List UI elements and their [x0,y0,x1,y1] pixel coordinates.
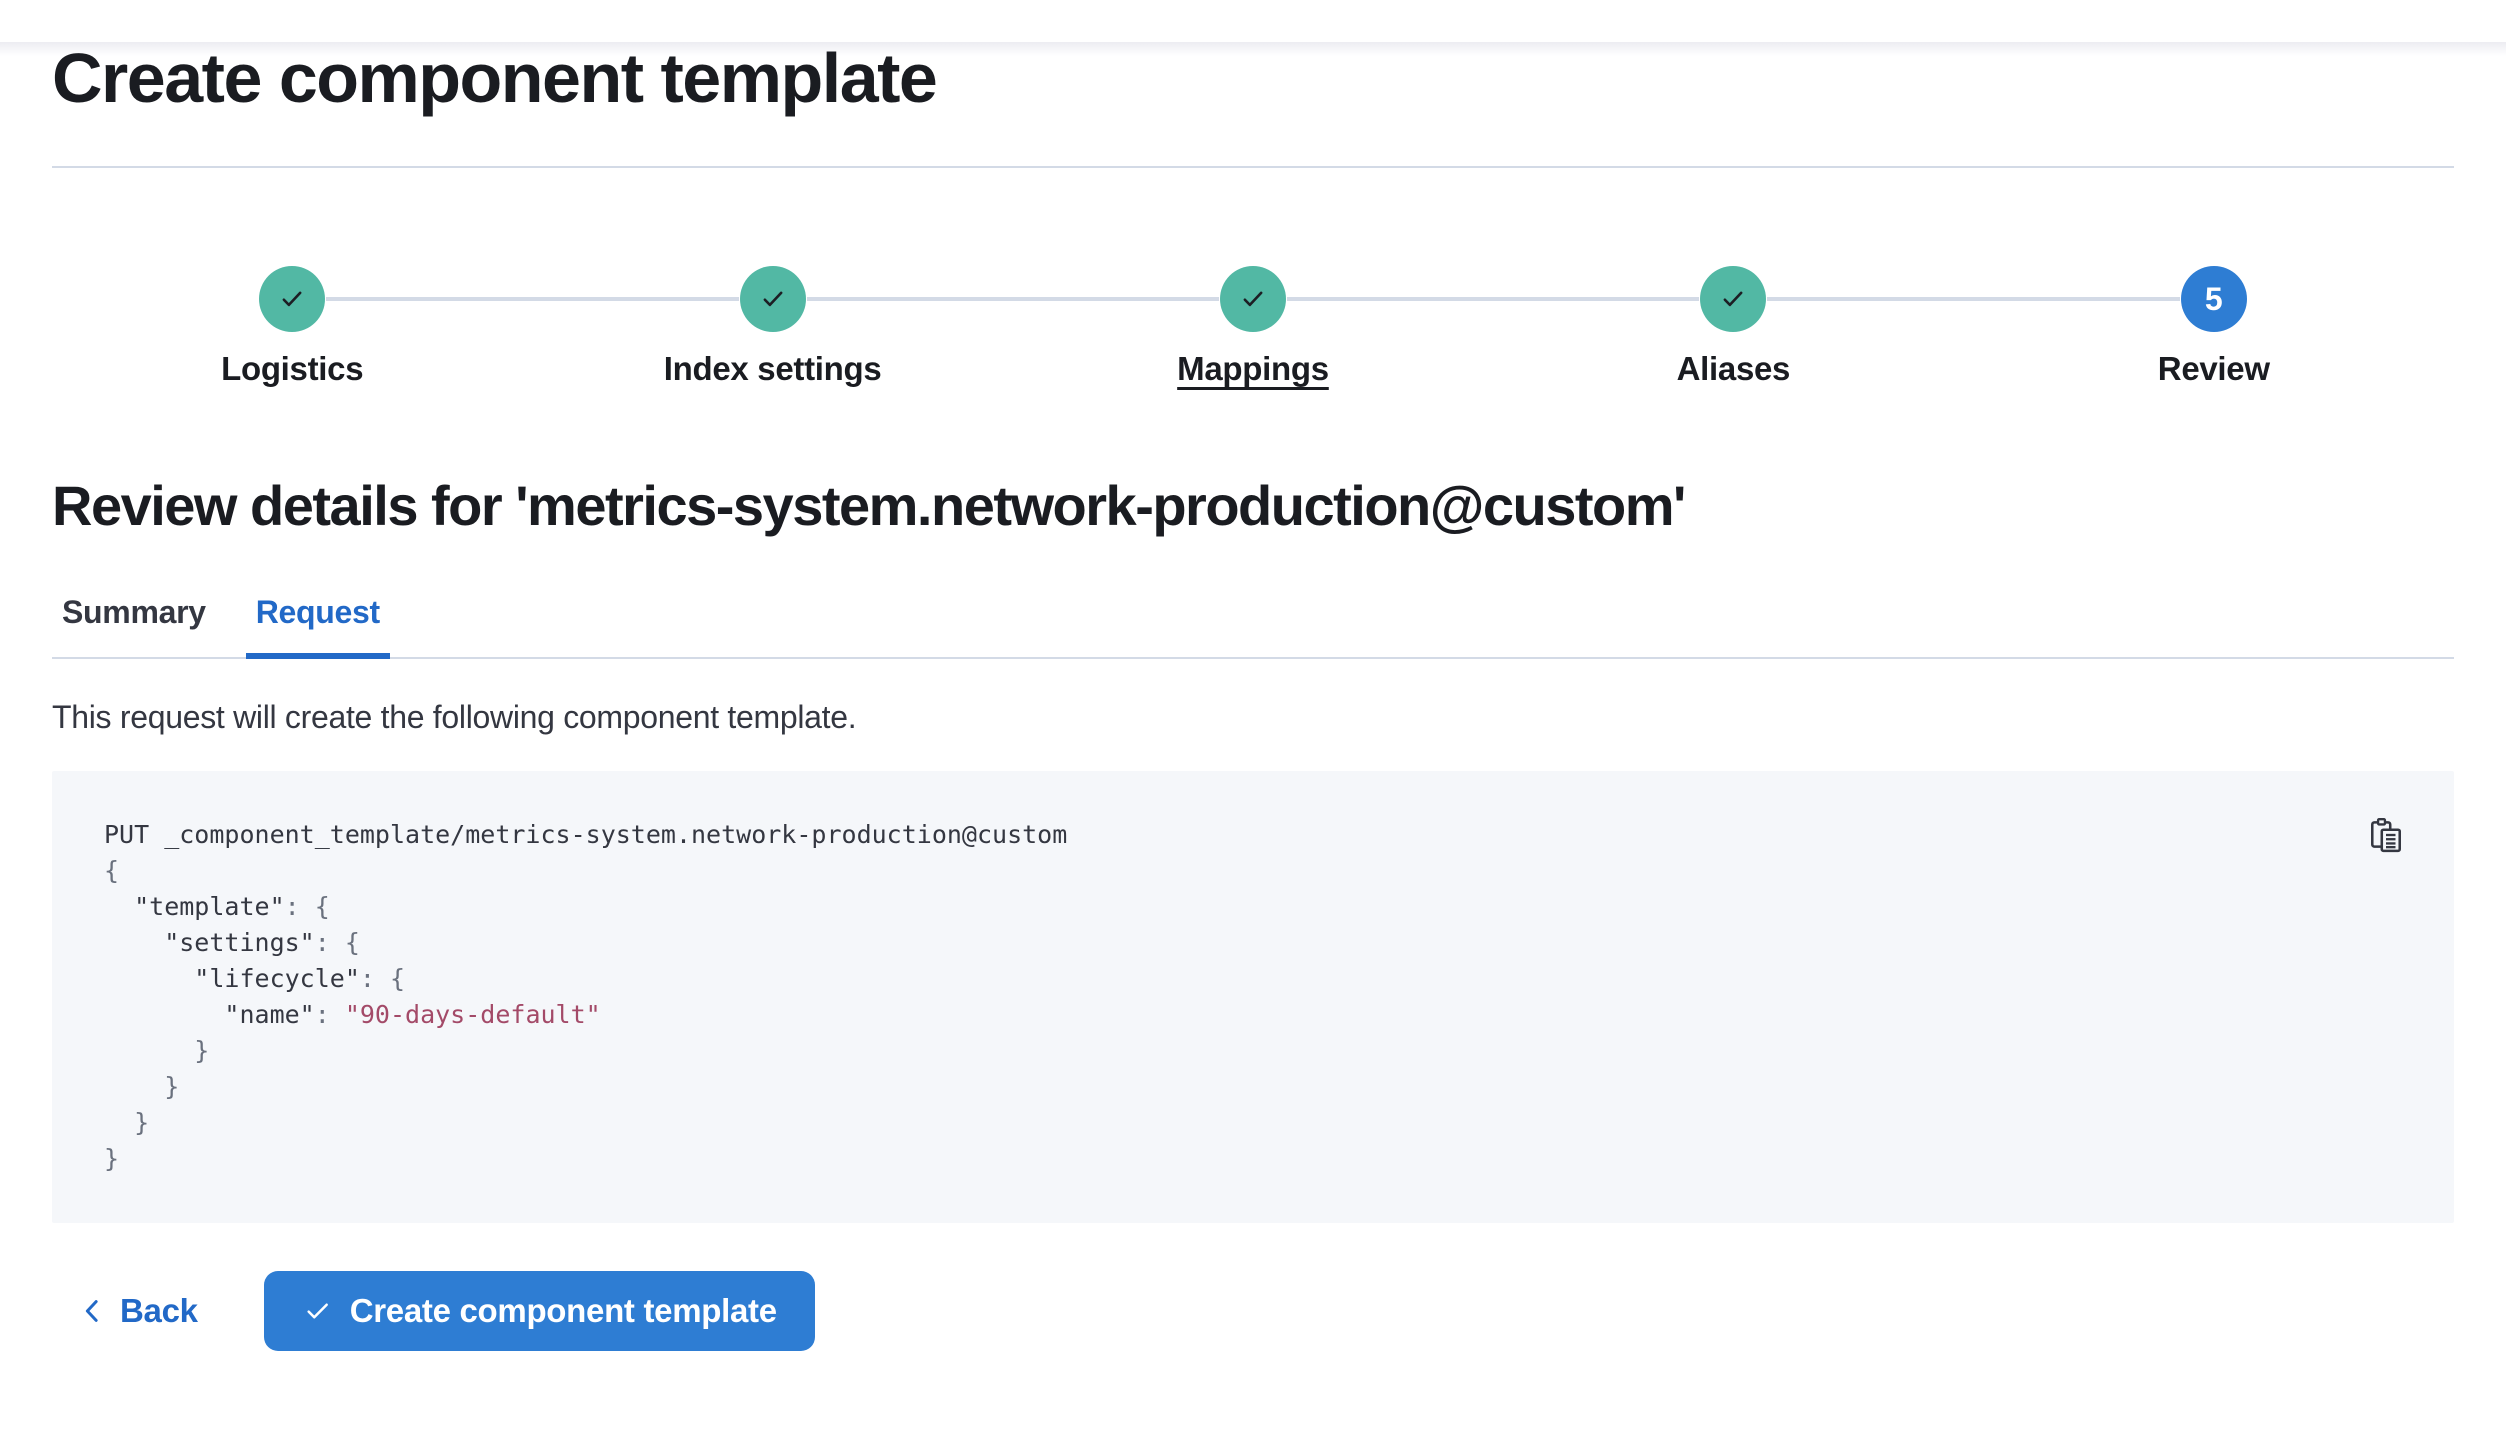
back-button[interactable]: Back [52,1292,224,1330]
check-icon [758,284,788,314]
step-aliases[interactable]: Aliases [1493,266,1973,388]
create-component-template-button[interactable]: Create component template [263,1271,815,1351]
create-component-template-page: Create component template Logistics Index… [0,42,2506,1351]
step-connector [326,297,739,301]
code-line: PUT _component_template/metrics-system.n… [104,820,1068,849]
step-complete-circle[interactable] [739,266,806,332]
check-icon [302,1295,334,1327]
check-icon [1718,284,1748,314]
check-icon [277,284,307,314]
window-top-edge [0,42,2506,56]
code-line: "template": { [104,892,330,921]
wizard-footer: Back Create component template [52,1271,2454,1351]
step-complete-circle[interactable] [1219,266,1286,332]
step-complete-circle[interactable] [259,266,326,332]
page-title: Create component template [52,39,938,117]
step-logistics[interactable]: Logistics [52,266,532,388]
code-line: } [104,1036,210,1065]
step-connector [806,297,1219,301]
code-line: "settings": { [104,928,360,957]
code-line: } [104,1072,180,1101]
create-component-template-button-label: Create component template [349,1292,777,1329]
tab-request[interactable]: Request [245,594,390,659]
check-icon [1238,284,1268,314]
step-complete-circle[interactable] [1700,266,1767,332]
code-line: "name": "90-days-default" [104,1000,601,1029]
request-code-block: PUT _component_template/metrics-system.n… [52,771,2454,1223]
step-label[interactable]: Index settings [663,350,882,387]
tab-summary[interactable]: Summary [62,594,206,630]
step-connector [1767,297,2180,301]
step-label[interactable]: Mappings [1177,350,1329,387]
step-number: 5 [2204,280,2223,317]
tabs: Summary Request [52,594,2454,659]
code-line: } [104,1144,120,1173]
code-line: } [104,1108,150,1137]
code-line: { [104,856,120,885]
request-description: This request will create the following c… [52,699,857,735]
step-mappings[interactable]: Mappings [1013,266,1493,388]
review-heading: Review details for 'metrics-system.netwo… [52,474,1686,537]
step-connector [1287,297,1700,301]
copy-to-clipboard-button[interactable] [2366,815,2406,855]
step-label: Review [2157,350,2270,387]
copy-clipboard-icon [2367,816,2405,854]
code-line: "lifecycle": { [104,964,406,993]
step-index-settings[interactable]: Index settings [532,266,1012,388]
code-content: PUT _component_template/metrics-system.n… [104,817,2402,1177]
title-divider [52,166,2454,168]
step-label[interactable]: Aliases [1676,350,1791,387]
chevron-left-icon [78,1296,108,1326]
step-current-circle: 5 [2180,266,2247,332]
back-button-label: Back [120,1292,198,1329]
step-label[interactable]: Logistics [221,350,364,387]
